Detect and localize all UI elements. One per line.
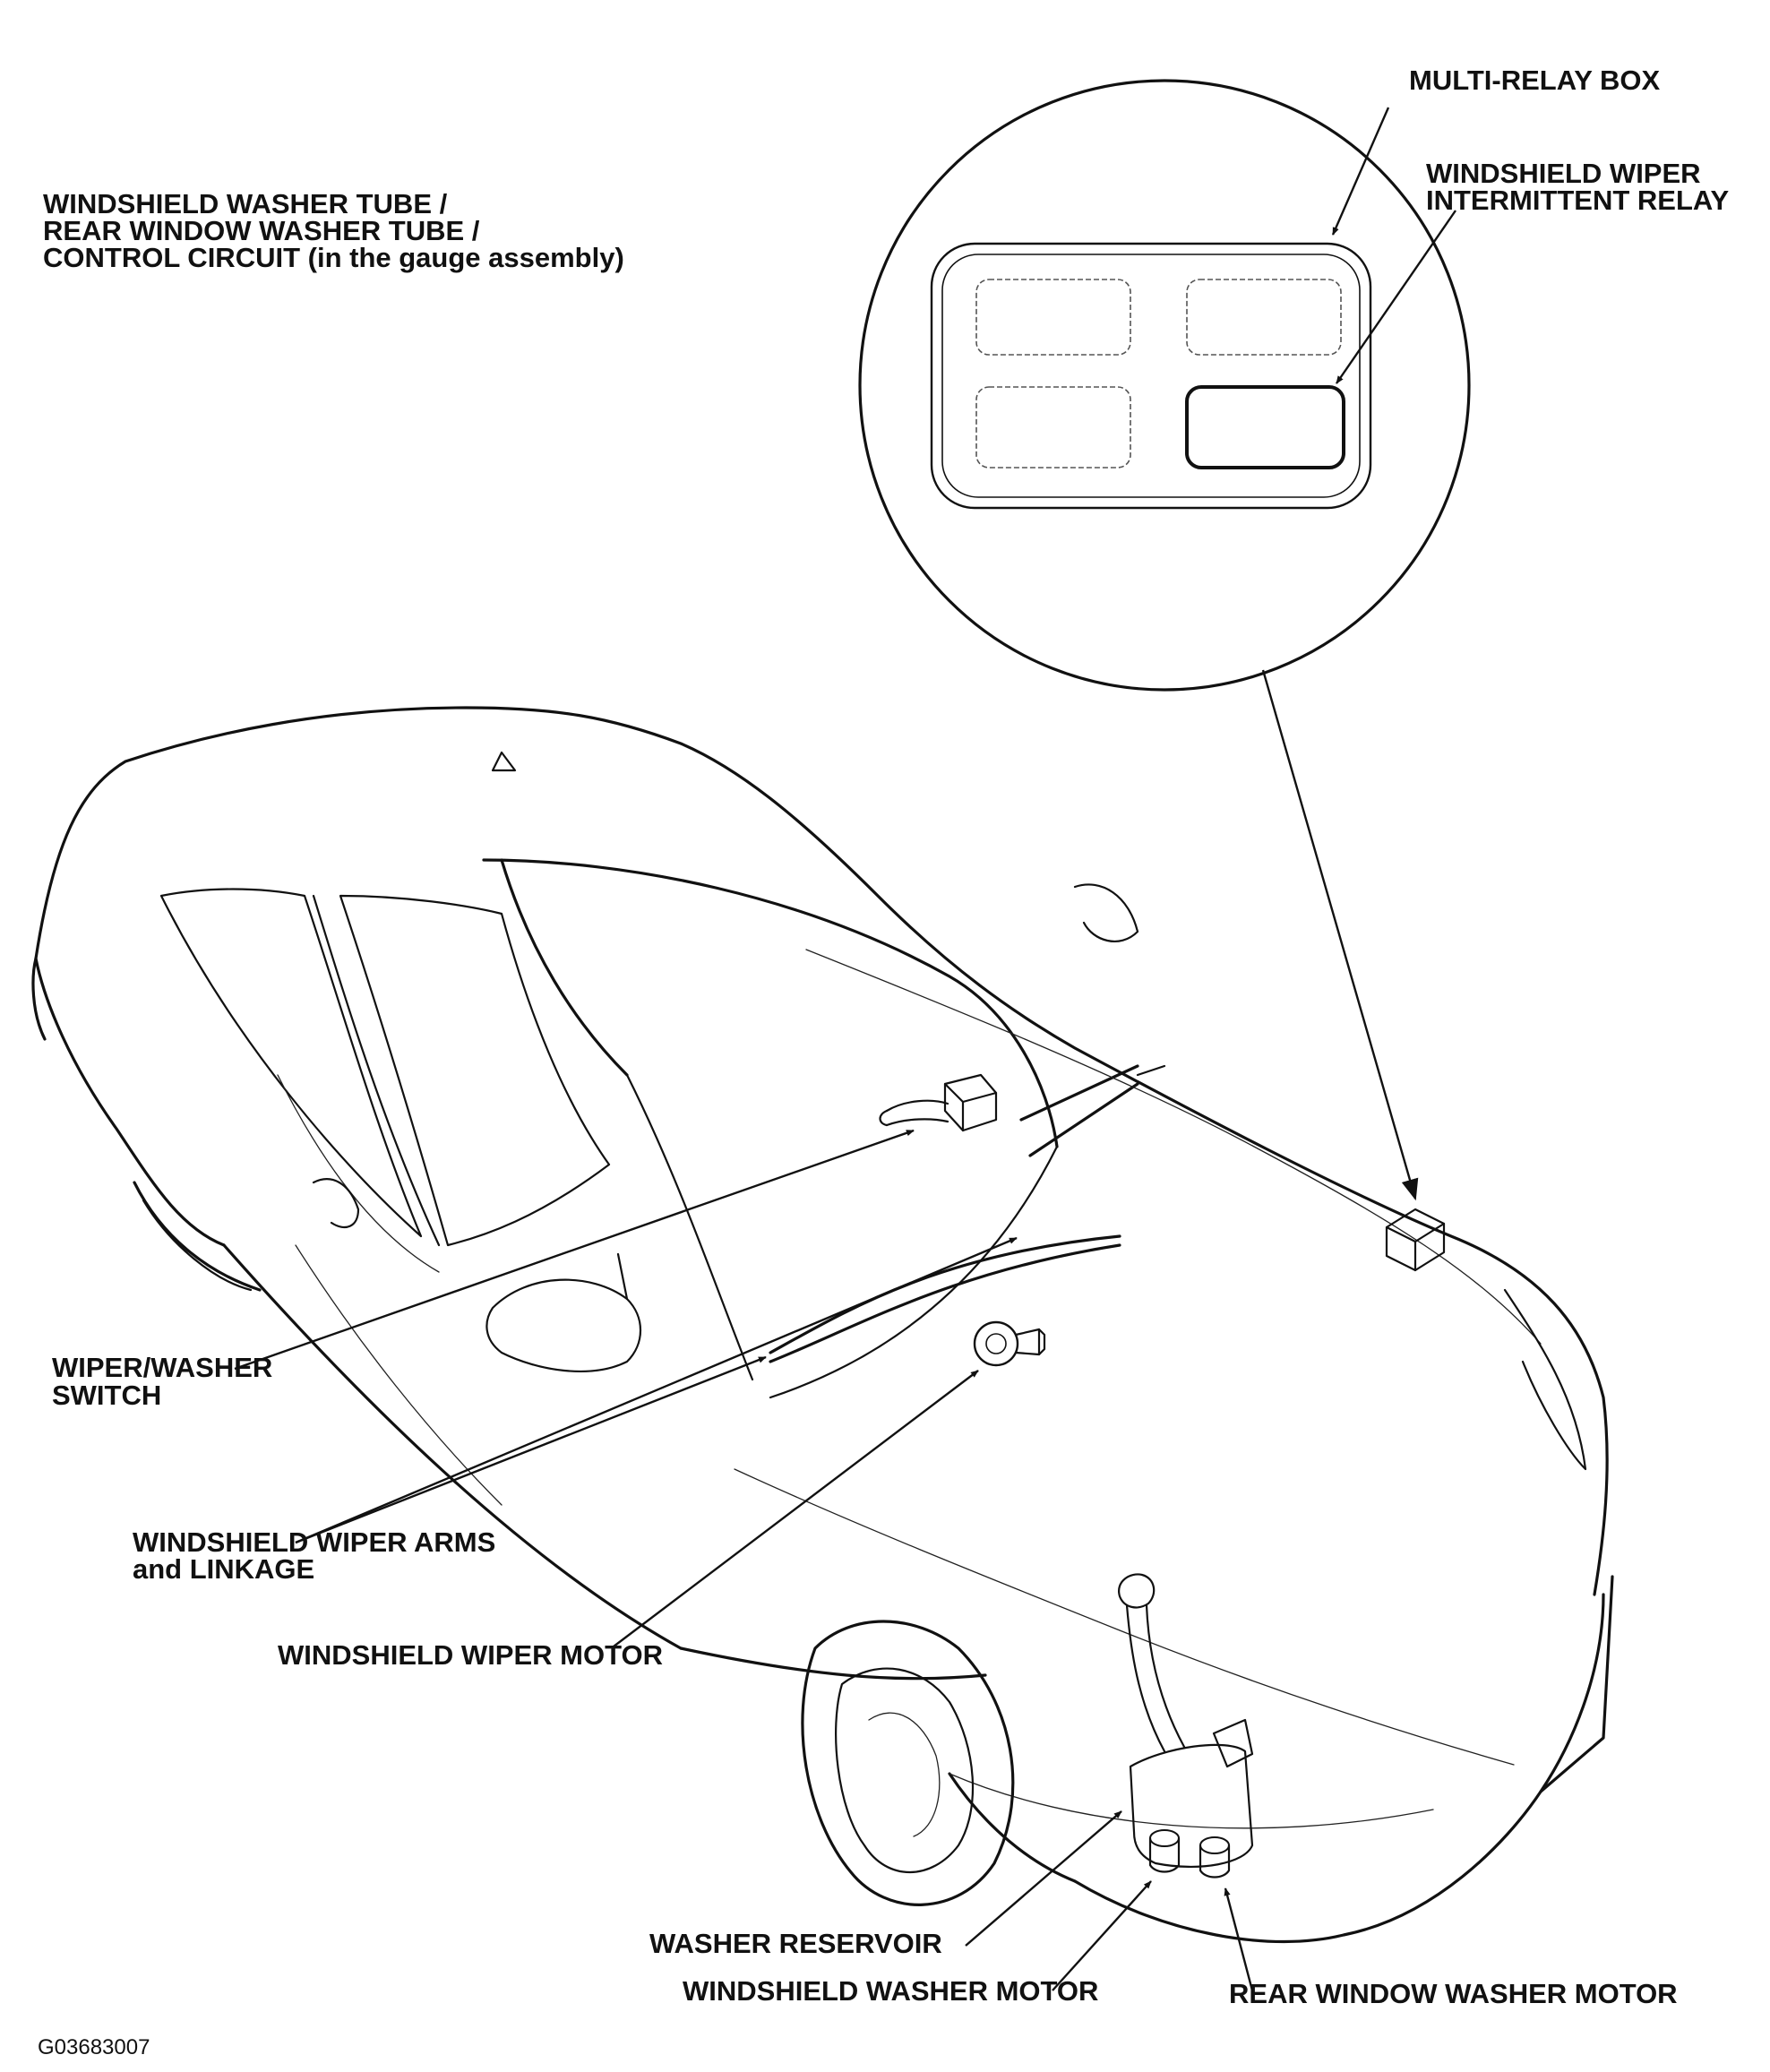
label-wiper-washer-switch-line2: SWITCH	[52, 1380, 161, 1411]
label-intermittent-relay-line1: WINDSHIELD WIPER	[1426, 158, 1701, 189]
wiper-washer-switch-part	[879, 1073, 998, 1132]
label-wiper-motor: WINDSHIELD WIPER MOTOR	[278, 1639, 663, 1671]
label-multi-relay-box: MULTI-RELAY BOX	[1409, 64, 1660, 96]
intermittent-relay-highlight	[1185, 385, 1345, 469]
figure-code: G03683007	[38, 2035, 150, 2059]
label-wiper-arms-line2: and LINKAGE	[133, 1553, 314, 1585]
multi-relay-box-inset	[858, 79, 1471, 692]
label-tubes-line3: CONTROL CIRCUIT (in the gauge assembly)	[43, 242, 624, 273]
washer-reservoir-part	[1118, 1573, 1254, 1879]
label-wiper-arms-line1: WINDSHIELD WIPER ARMS	[133, 1526, 495, 1558]
multi-relay-box-outline	[930, 242, 1372, 510]
label-intermittent-relay-line2: INTERMITTENT RELAY	[1426, 185, 1729, 216]
label-tubes-line2: REAR WINDOW WASHER TUBE /	[43, 215, 480, 246]
label-wiper-washer-switch-line1: WIPER/WASHER	[52, 1352, 272, 1383]
label-washer-reservoir: WASHER RESERVOIR	[649, 1928, 942, 1959]
leader-lines	[234, 107, 1456, 1991]
label-windshield-washer-motor: WINDSHIELD WASHER MOTOR	[683, 1975, 1098, 2007]
label-rear-window-washer-motor: REAR WINDOW WASHER MOTOR	[1229, 1978, 1678, 2009]
wiper-motor-part	[973, 1320, 1046, 1367]
car-illustration	[31, 706, 1614, 1944]
label-tubes-line1: WINDSHIELD WASHER TUBE /	[43, 188, 448, 219]
relay-box-on-car	[1385, 1208, 1446, 1272]
